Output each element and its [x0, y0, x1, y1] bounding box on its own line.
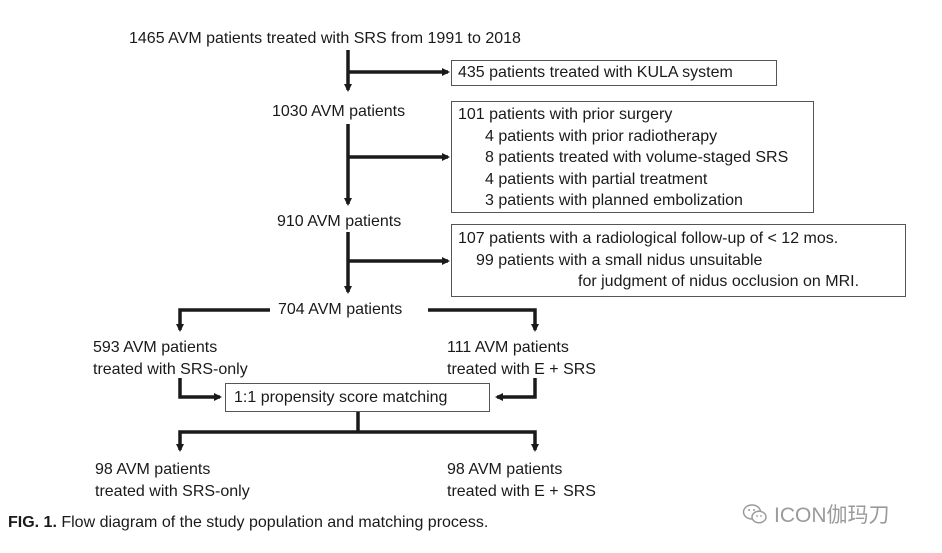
wechat-logo-icon	[742, 504, 767, 524]
figure-caption: FIG. 1. Flow diagram of the study popula…	[8, 514, 488, 532]
result-srs-only-line: 98 AVM patients	[95, 461, 211, 478]
group-srs-only-line: 593 AVM patients	[93, 339, 218, 356]
group-srs-only-line: treated with SRS-only	[93, 360, 248, 378]
result-srs-only: 98 AVM patients treated with SRS-only	[95, 459, 250, 502]
group-e-srs: 111 AVM patients treated with E + SRS	[447, 337, 596, 380]
exclusion-1-text: 435 patients treated with KULA system	[458, 64, 733, 81]
node-910: 910 AVM patients	[277, 213, 402, 230]
watermark: ICON伽玛刀	[742, 499, 890, 529]
group-e-srs-line: treated with E + SRS	[447, 360, 596, 378]
exclusion-2-line: 4 patients with partial treatment	[485, 170, 708, 188]
exclusion-2-line: 3 patients with planned embolization	[485, 192, 743, 209]
arrow-left-to-matching	[178, 378, 222, 401]
exclusion-3-line: for judgment of nidus occlusion on MRI.	[578, 273, 860, 290]
watermark-text: ICON伽玛刀	[774, 504, 890, 527]
result-e-srs: 98 AVM patients treated with E + SRS	[447, 459, 596, 502]
arrow-result-left	[176, 430, 358, 452]
arrow-split-left	[176, 308, 270, 332]
exclusion-3-line: 107 patients with a radiological follow-…	[458, 230, 839, 247]
exclusion-box-1: 435 patients treated with KULA system	[451, 60, 777, 86]
node-704: 704 AVM patients	[278, 301, 403, 318]
result-e-srs-line: 98 AVM patients	[447, 461, 563, 478]
node-1030: 1030 AVM patients	[272, 103, 406, 120]
arrow-result-right	[358, 430, 539, 452]
exclusion-2-line: 8 patients treated with volume-staged SR…	[485, 149, 789, 166]
arrow-split-right	[428, 308, 539, 332]
node-start: 1465 AVM patients treated with SRS from …	[129, 30, 521, 47]
result-srs-only-line: treated with SRS-only	[95, 482, 250, 500]
group-e-srs-line: 111 AVM patients	[447, 339, 569, 356]
result-e-srs-line: treated with E + SRS	[447, 482, 596, 500]
exclusion-2-line: 4 patients with prior radiotherapy	[485, 127, 718, 145]
exclusion-2-line: 101 patients with prior surgery	[458, 106, 673, 123]
caption-label: FIG. 1.	[8, 514, 57, 531]
group-srs-only: 593 AVM patients treated with SRS-only	[93, 337, 248, 380]
exclusion-3-line: 99 patients with a small nidus unsuitabl…	[476, 251, 763, 269]
exclusion-box-2: 101 patients with prior surgery 4 patien…	[451, 101, 814, 213]
matching-box: 1:1 propensity score matching	[225, 383, 490, 412]
caption-text: Flow diagram of the study population and…	[56, 514, 489, 531]
arrow-right-to-matching	[495, 378, 537, 401]
exclusion-box-3: 107 patients with a radiological follow-…	[451, 224, 906, 297]
matching-label: 1:1 propensity score matching	[234, 389, 448, 406]
